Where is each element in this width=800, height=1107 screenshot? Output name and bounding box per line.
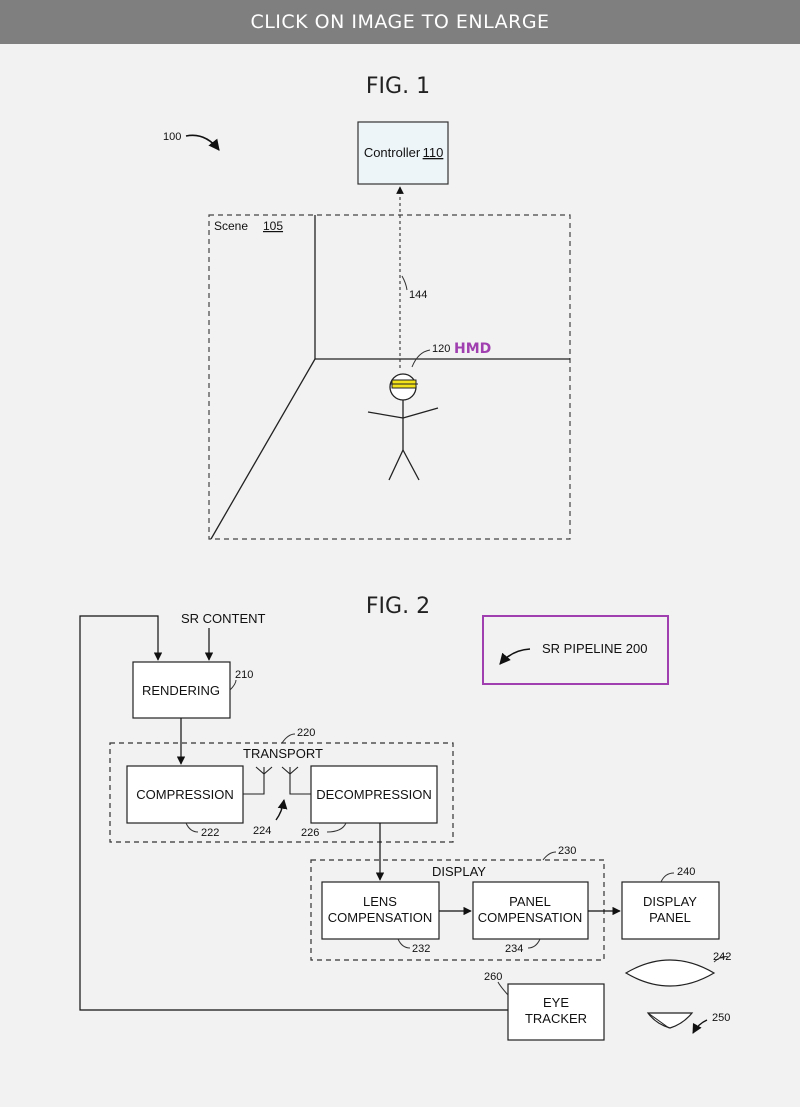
pipeline-pointer-arrow	[499, 648, 531, 665]
pipeline-label: SR PIPELINE 200	[542, 641, 648, 656]
display-panel-ref: 240	[677, 866, 695, 878]
display-panel-box: DISPLAY PANEL	[621, 881, 720, 940]
hmd-leader	[411, 349, 431, 368]
decompression-label: DECOMPRESSION	[316, 787, 432, 802]
eye-tracker-ref: 260	[484, 971, 502, 983]
panel-compensation-box: PANEL COMPENSATION	[472, 881, 589, 940]
display-panel-line2: PANEL	[649, 910, 691, 925]
panel-comp-line2: COMPENSATION	[478, 910, 583, 925]
display-panel-line1: DISPLAY	[643, 894, 697, 909]
display-group	[310, 859, 605, 961]
eye-ref: 250	[712, 1012, 730, 1024]
rendering-box: RENDERING	[132, 661, 231, 719]
transport-label: TRANSPORT	[243, 746, 323, 761]
controller-box: Controller 110	[357, 121, 449, 185]
lens-comp-line2: COMPENSATION	[328, 910, 433, 925]
eye-tracker-line1: EYE	[543, 995, 569, 1010]
link-ref-leader	[401, 275, 408, 291]
antenna-ref: 224	[253, 825, 271, 837]
panel-comp-line1: PANEL	[509, 894, 551, 909]
compression-label: COMPRESSION	[136, 787, 234, 802]
system-pointer-arrow	[185, 134, 220, 151]
decompression-ref: 226	[301, 827, 319, 839]
scene-ref: 105	[263, 219, 283, 233]
link-ref: 144	[409, 289, 427, 301]
controller-label: Controller	[364, 145, 421, 160]
eye-tracker-feedback-line	[79, 615, 508, 1011]
lens-ref: 242	[713, 951, 731, 963]
lens-comp-ref: 232	[412, 943, 430, 955]
fig2-title: FIG. 2	[366, 594, 430, 619]
ref-100: 100	[163, 131, 181, 143]
fig1-title: FIG. 1	[366, 74, 430, 99]
eye-tracker-line2: TRACKER	[525, 1011, 587, 1026]
scene-box	[208, 214, 571, 540]
hmd-ref: 120	[432, 343, 450, 355]
scene-label: Scene	[214, 219, 248, 233]
sr-content-label: SR CONTENT	[181, 611, 266, 626]
hmd-headset-icon	[390, 379, 418, 389]
eye-pointer-arrow	[692, 1019, 708, 1034]
patent-figures: FIG. 1 100 Controller 110 Scene 105 144 …	[79, 74, 731, 1041]
eye-tracker-box: EYE TRACKER	[507, 983, 605, 1041]
antenna-pointer-arrow	[275, 799, 288, 821]
display-ref: 230	[558, 845, 576, 857]
rendering-label: RENDERING	[142, 683, 220, 698]
user-stick-figure	[367, 373, 439, 481]
antenna-icon	[243, 766, 311, 795]
eye-icon	[646, 1012, 694, 1029]
transport-group	[109, 742, 454, 843]
compression-box: COMPRESSION	[126, 765, 244, 824]
display-label: DISPLAY	[432, 864, 486, 879]
hmd-label: HMD	[454, 341, 491, 357]
compression-ref: 222	[201, 827, 219, 839]
rendering-ref: 210	[235, 669, 253, 681]
controller-ref: 110	[423, 145, 444, 160]
sr-pipeline-box: SR PIPELINE 200	[482, 615, 669, 685]
lens-icon	[624, 959, 716, 987]
decompression-box: DECOMPRESSION	[310, 765, 438, 824]
room-perspective-lines	[210, 215, 570, 540]
lens-compensation-box: LENS COMPENSATION	[321, 881, 440, 940]
panel-comp-ref: 234	[505, 943, 523, 955]
lens-comp-line1: LENS	[363, 894, 397, 909]
enlarge-banner[interactable]: CLICK ON IMAGE TO ENLARGE	[0, 0, 800, 44]
transport-ref: 220	[297, 727, 315, 739]
